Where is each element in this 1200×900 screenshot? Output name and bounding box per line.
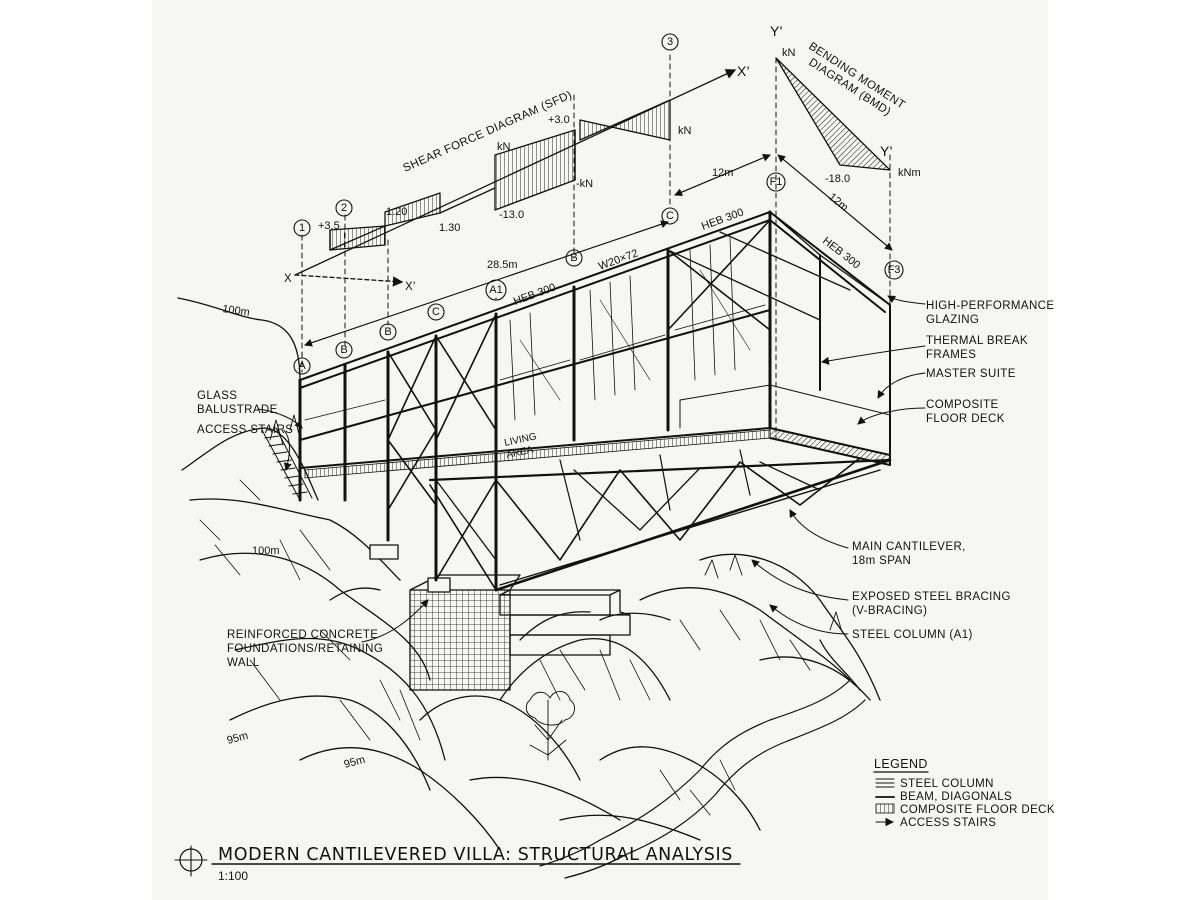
label-thermal-2: FRAMES xyxy=(926,349,976,361)
sfd-value-3: 1.30 xyxy=(439,222,460,234)
label-steel-column: STEEL COLUMN (A1) xyxy=(852,629,973,641)
contour-95-left: 95m xyxy=(226,730,250,747)
contour-100-top: 100m xyxy=(222,303,251,319)
rock-texture xyxy=(199,479,811,816)
sfd-value-5: +3.0 xyxy=(548,114,570,126)
grid-marker-2: 2 xyxy=(341,202,347,214)
label-master-suite: MASTER SUITE xyxy=(926,368,1016,380)
legend-swatch-deck xyxy=(875,803,895,814)
axis-y-prime-top: Y' xyxy=(770,23,783,39)
grid-marker-c-2: C xyxy=(666,210,674,222)
label-cantilever-1: MAIN CANTILEVER, xyxy=(852,541,966,553)
composite-deck xyxy=(304,427,891,479)
grid-marker-b: B xyxy=(340,344,347,356)
grid-marker-f1: F1 xyxy=(770,176,783,188)
sfd-value-2: 1.20 xyxy=(386,206,407,218)
drawing-scale: 1:100 xyxy=(218,869,248,883)
span-top: 12m xyxy=(712,167,733,179)
grid-dimension-lines xyxy=(301,54,893,373)
grid-marker-a1: A1 xyxy=(489,284,502,296)
grid-marker-a: A xyxy=(298,360,306,372)
page-title: MODERN CANTILEVERED VILLA: STRUCTURAL AN… xyxy=(218,845,733,865)
grid-marker-b-2: B xyxy=(384,326,391,338)
steel-frame xyxy=(298,210,892,592)
legend-item-column: STEEL COLUMN xyxy=(900,778,994,790)
label-glazing-2: GLAZING xyxy=(926,314,979,326)
left-annotations: GLASS BALUSTRADE ACCESS STAIRS REINFORCE… xyxy=(197,390,383,669)
label-bracing-1: EXPOSED STEEL BRACING xyxy=(852,591,1011,603)
sfd-kn-3: kN xyxy=(678,125,692,137)
legend-item-stairs: ACCESS STAIRS xyxy=(900,817,996,829)
label-foundations-3: WALL xyxy=(227,657,260,669)
shear-force-diagram xyxy=(294,69,737,287)
grid-marker-c: C xyxy=(432,306,440,318)
bmd-kn: kN xyxy=(782,47,796,59)
sfd-value-1: +3.5 xyxy=(318,220,340,232)
contour-95-mid: 95m xyxy=(343,754,367,771)
glazing xyxy=(304,237,766,451)
grid-marker-3: 3 xyxy=(667,36,673,48)
balustrade xyxy=(679,384,891,456)
span-main: 28.5m xyxy=(487,259,518,271)
axis-x-prime-bottom: X' xyxy=(405,281,416,293)
sfd-value-4: -13.0 xyxy=(499,209,524,221)
label-thermal-1: THERMAL BREAK xyxy=(926,335,1028,347)
right-annotations: HIGH-PERFORMANCE GLAZING THERMAL BREAK F… xyxy=(852,300,1054,641)
title-block: MODERN CANTILEVERED VILLA: STRUCTURAL AN… xyxy=(174,845,741,883)
legend-item-beam: BEAM, DIAGONALS xyxy=(900,791,1012,803)
grid-marker-b-3: B xyxy=(570,252,577,264)
sfd-kn-1: kN xyxy=(497,141,511,153)
sfd-kn-2: -kN xyxy=(576,178,593,190)
terrain xyxy=(177,297,881,879)
contour-labels: 100m 100m 95m 95m xyxy=(222,303,367,771)
label-deck-1: COMPOSITE xyxy=(926,399,999,411)
leader-lines xyxy=(257,295,926,643)
concrete-foundation xyxy=(369,544,631,691)
label-foundations-1: REINFORCED CONCRETE xyxy=(227,629,378,641)
legend-heading: LEGEND xyxy=(874,757,928,771)
axis-y-prime-bottom: Y' xyxy=(880,143,893,159)
bending-moment-diagram xyxy=(775,57,891,441)
label-cantilever-2: 18m SPAN xyxy=(852,555,911,567)
bmd-knm: kNm xyxy=(898,167,921,179)
label-glass-1: GLASS xyxy=(197,390,237,402)
bmd-moment: -18.0 xyxy=(825,173,850,185)
grid-marker-1: 1 xyxy=(299,222,305,234)
legend-item-deck: COMPOSITE FLOOR DECK xyxy=(900,804,1055,816)
grid-markers: 1 2 3 A B B C A1 B C F1 F3 xyxy=(293,33,904,375)
legend-swatch-column xyxy=(875,778,895,788)
label-glazing-1: HIGH-PERFORMANCE xyxy=(926,300,1054,312)
label-bracing-2: (V-BRACING) xyxy=(852,605,927,617)
legend: LEGEND STEEL COLUMN BEAM, DIAGONALS COMP… xyxy=(873,757,1055,829)
span-side: 12m xyxy=(826,191,850,214)
label-access-stairs: ACCESS STAIRS xyxy=(197,424,293,436)
grid-marker-f3: F3 xyxy=(888,264,901,276)
contour-100-mid: 100m xyxy=(252,545,280,557)
label-glass-2: BALUSTRADE xyxy=(197,404,278,416)
axis-x: X xyxy=(284,273,292,285)
label-deck-2: FLOOR DECK xyxy=(926,413,1005,425)
axis-x-prime-top: X' xyxy=(737,63,750,79)
label-foundations-2: FOUNDATIONS/RETAINING xyxy=(227,643,383,655)
